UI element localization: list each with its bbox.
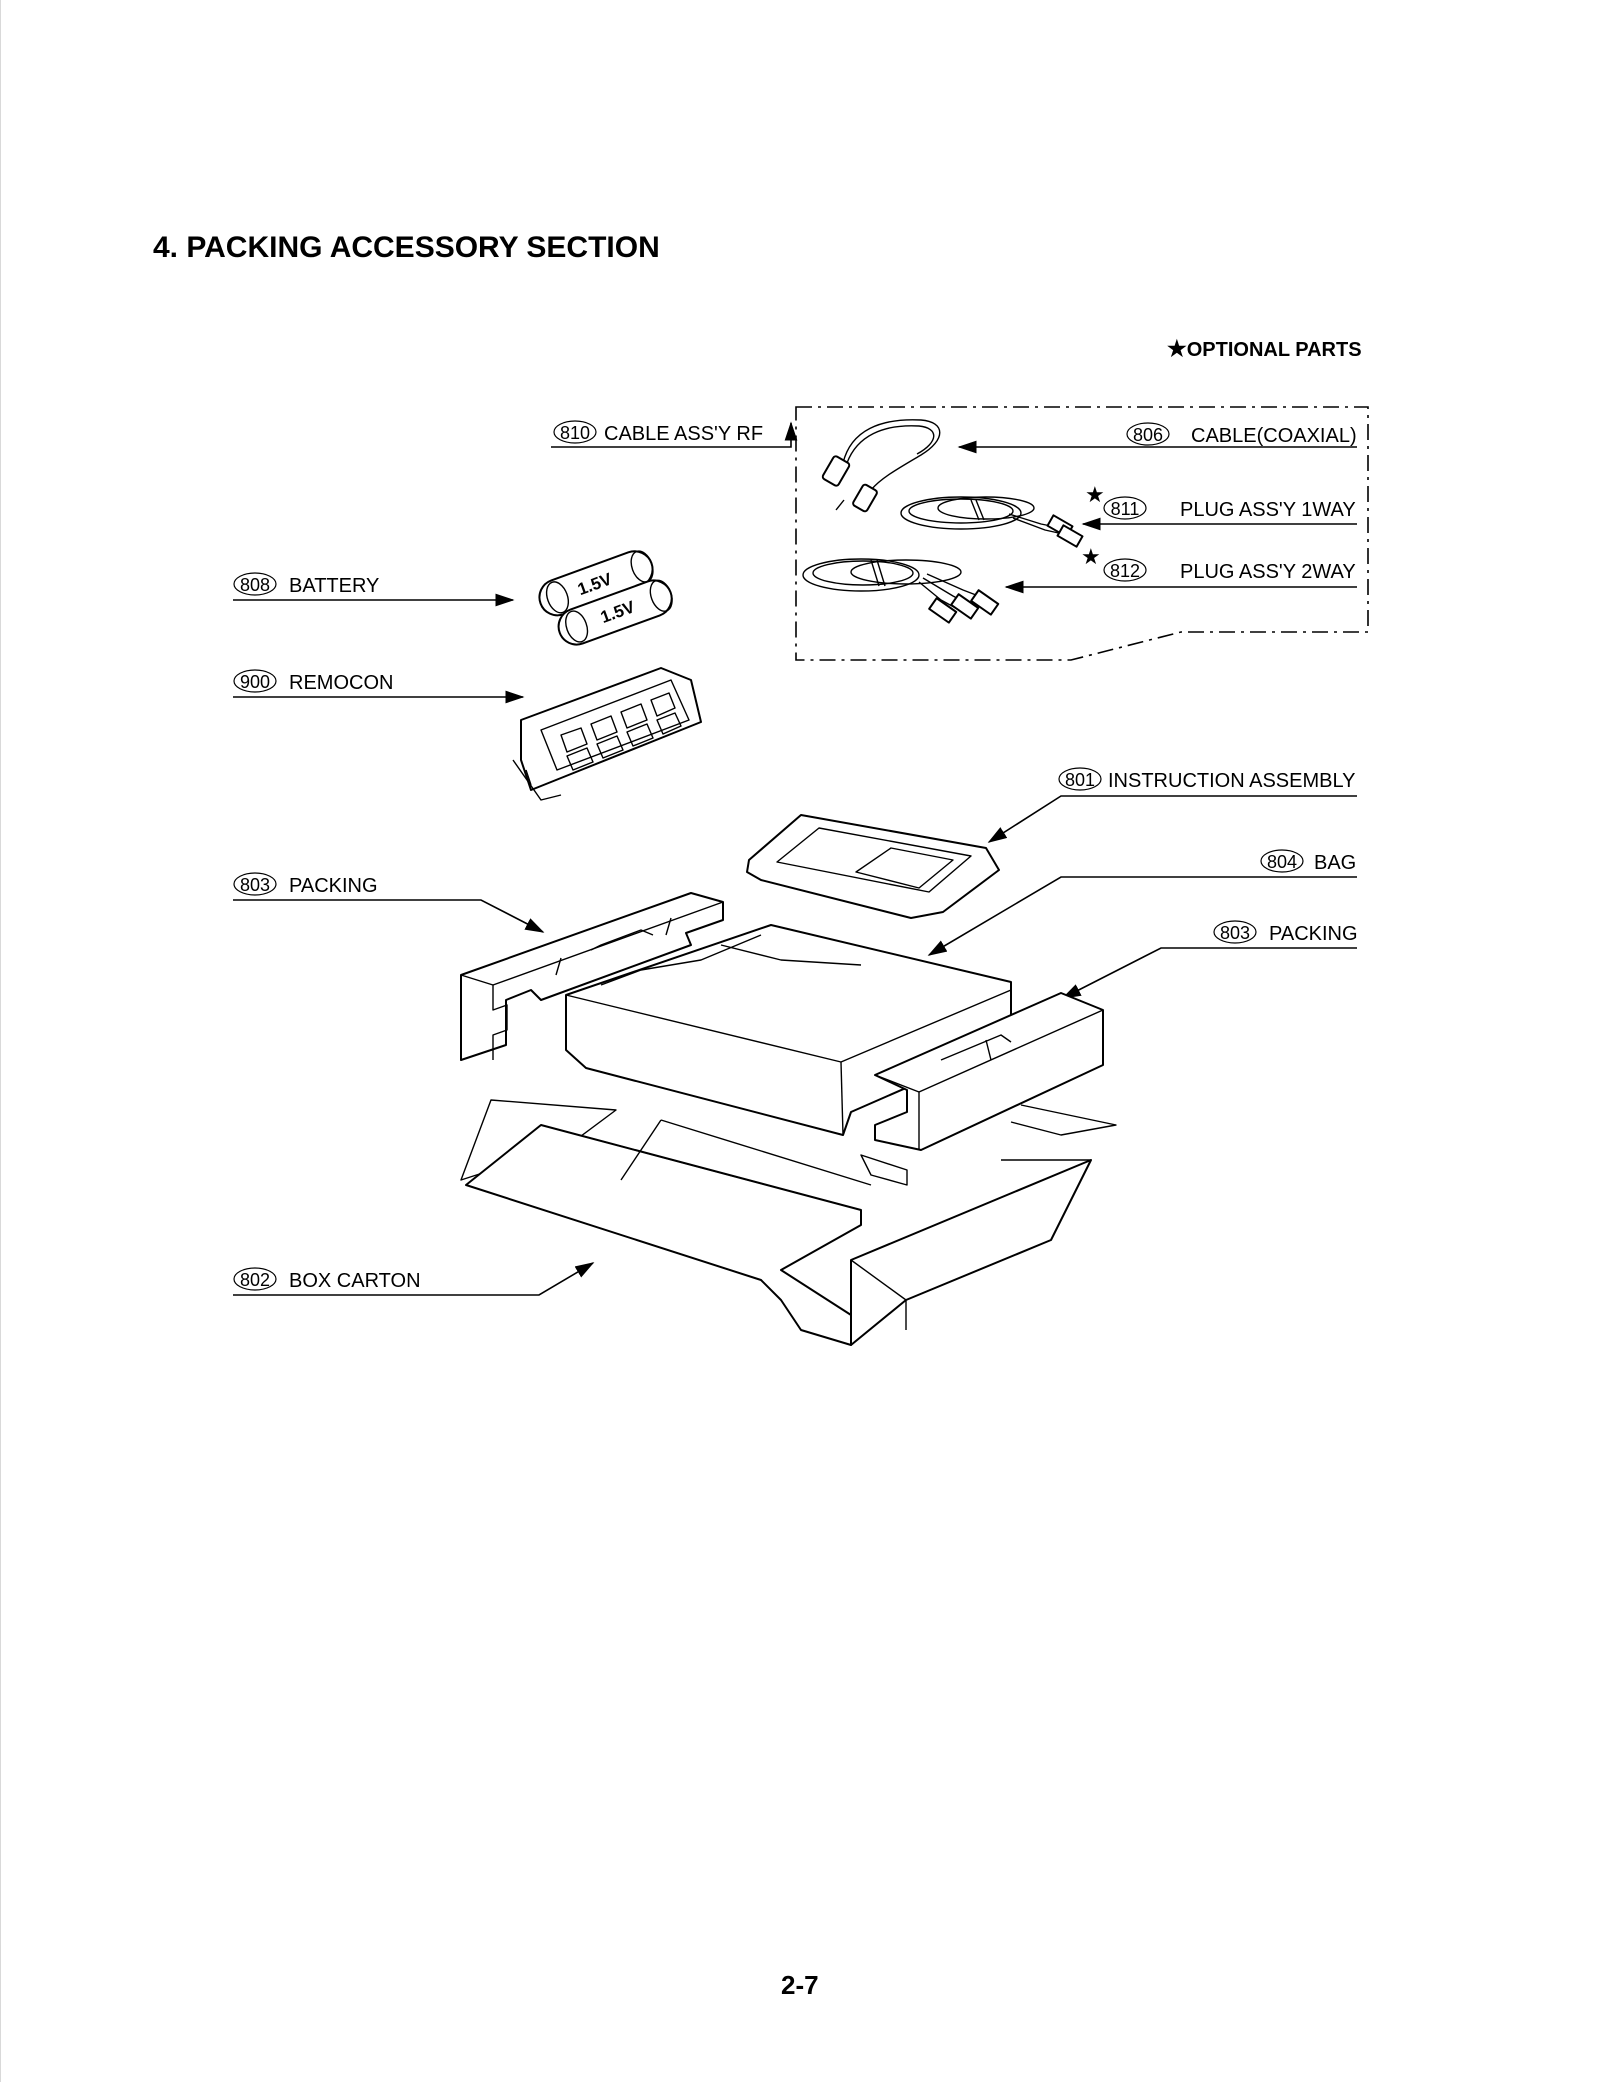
callout-label: PLUG ASS'Y 2WAY xyxy=(1180,561,1356,583)
callout-label: PLUG ASS'Y 1WAY xyxy=(1180,499,1356,521)
optional-parts-note: ★OPTIONAL PARTS xyxy=(1167,336,1362,362)
callout-808: 808 BATTERY xyxy=(233,572,515,607)
callout-number: 811 xyxy=(1111,499,1140,519)
star-icon: ★ xyxy=(1085,482,1105,507)
callout-number: 812 xyxy=(1110,561,1140,581)
optional-parts-region xyxy=(795,406,1369,661)
optional-parts-label: OPTIONAL PARTS xyxy=(1186,339,1362,361)
callout-number: 806 xyxy=(1133,425,1163,445)
callout-812: ★ 812 PLUG ASS'Y 2WAY xyxy=(1004,544,1357,594)
callout-label: BOX CARTON xyxy=(289,1270,421,1292)
callout-label: BAG xyxy=(1314,852,1356,874)
rf-cable-illustration xyxy=(821,419,941,513)
callout-label: CABLE ASS'Y RF xyxy=(604,423,763,445)
callout-label: PACKING xyxy=(289,875,378,897)
callout-810: 810 CABLE ASS'Y RF xyxy=(551,420,798,448)
instruction-assembly-illustration xyxy=(746,814,1000,919)
callout-number: 900 xyxy=(240,672,270,692)
callout-806: 806 CABLE(COAXIAL) xyxy=(957,422,1357,454)
remote-control-illustration xyxy=(512,667,702,801)
plug-1way-illustration xyxy=(900,496,1084,548)
callout-900: 900 REMOCON xyxy=(233,669,525,704)
plug-2way-illustration xyxy=(802,558,1000,624)
callout-number: 804 xyxy=(1267,852,1297,872)
star-icon: ★ xyxy=(1081,544,1101,569)
star-icon: ★ xyxy=(1167,336,1187,361)
callout-number: 801 xyxy=(1065,770,1095,790)
battery-illustration: 1.5V 1.5V xyxy=(538,550,673,646)
callout-number: 803 xyxy=(1220,923,1250,943)
callout-label: REMOCON xyxy=(289,672,393,694)
callout-804: 804 BAG xyxy=(927,849,1357,956)
callout-802: 802 BOX CARTON xyxy=(233,1262,595,1296)
callout-803-right: 803 PACKING xyxy=(1061,920,1358,999)
callout-number: 803 xyxy=(240,875,270,895)
callout-label: INSTRUCTION ASSEMBLY xyxy=(1108,770,1355,792)
box-carton-illustration xyxy=(460,1099,1117,1346)
callout-label: BATTERY xyxy=(289,575,379,597)
callout-801: 801 INSTRUCTION ASSEMBLY xyxy=(987,767,1357,843)
callout-number: 808 xyxy=(240,575,270,595)
callout-number: 802 xyxy=(240,1270,270,1290)
callout-number: 810 xyxy=(560,423,590,443)
callout-label: PACKING xyxy=(1269,923,1358,945)
callout-label: CABLE(COAXIAL) xyxy=(1191,425,1357,447)
section-title: 4. PACKING ACCESSORY SECTION xyxy=(153,231,660,264)
callout-803-left: 803 PACKING xyxy=(233,872,545,933)
packing-foam-left xyxy=(460,892,724,1061)
page-number: 2-7 xyxy=(781,1970,819,2000)
callout-811: ★ 811 PLUG ASS'Y 1WAY xyxy=(1081,482,1357,531)
packing-foam-right xyxy=(860,992,1104,1186)
